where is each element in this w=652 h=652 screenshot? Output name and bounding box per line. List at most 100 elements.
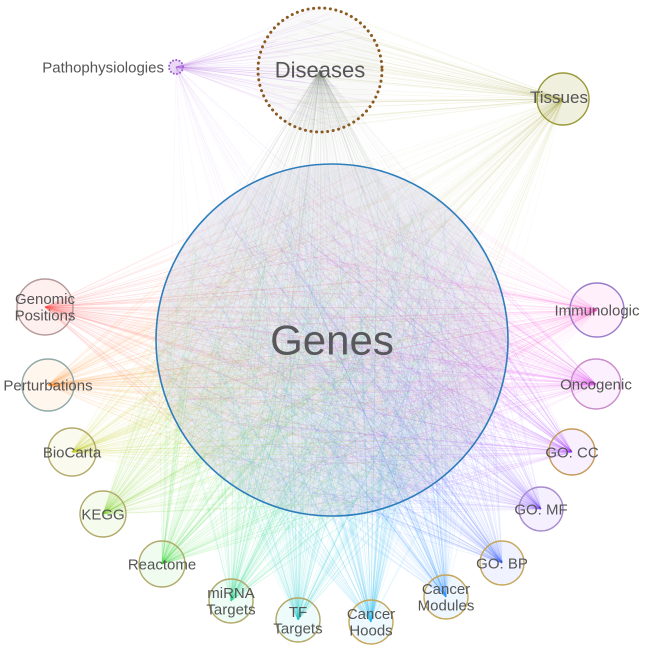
edge-line — [459, 279, 598, 311]
node-circle-oncogenic[interactable] — [570, 358, 622, 410]
edge-line — [283, 216, 372, 623]
edge-line — [297, 462, 340, 621]
edge-line — [161, 290, 431, 565]
edge-line — [445, 312, 597, 385]
edge-line — [47, 384, 345, 436]
edge-line — [297, 249, 455, 621]
edge-line — [192, 252, 542, 510]
edge-line — [169, 358, 232, 602]
edge-line — [284, 339, 597, 385]
edge-line — [319, 69, 326, 467]
edge-line — [458, 238, 542, 510]
edge-line — [354, 98, 564, 231]
edge-line — [161, 331, 318, 565]
edge-line — [297, 168, 367, 621]
edge-line — [412, 370, 447, 598]
edge-line — [230, 438, 295, 602]
edge-line — [279, 301, 597, 385]
edge-line — [175, 66, 497, 357]
edge-line — [249, 251, 299, 621]
node-circle-perturbations[interactable] — [21, 358, 75, 412]
edge-line — [266, 98, 564, 380]
edge-line — [71, 242, 352, 453]
edge-line — [337, 445, 573, 453]
edge-line — [385, 364, 447, 598]
node-circle-biocarta[interactable] — [47, 427, 97, 477]
edge-line — [300, 76, 564, 100]
edge-line — [175, 66, 391, 261]
edge-line — [71, 302, 411, 453]
edge-line — [297, 407, 433, 621]
edge-line — [473, 303, 573, 453]
edge-line — [370, 407, 426, 623]
edge-line — [230, 421, 339, 602]
edge-line — [71, 335, 225, 453]
edge-line — [71, 364, 193, 453]
node-circle-tissues[interactable] — [536, 72, 590, 126]
node-circle-cancer-modules[interactable] — [423, 574, 469, 620]
node-circle-go-mf[interactable] — [518, 486, 564, 532]
edge-line — [264, 98, 564, 412]
edge-line — [370, 336, 419, 623]
edge-line — [47, 384, 325, 483]
edge-line — [409, 296, 573, 453]
edge-line — [316, 98, 564, 450]
edge-line — [307, 75, 564, 100]
edge-line — [397, 282, 573, 453]
edge-line — [47, 264, 448, 386]
node-circle-go-cc[interactable] — [548, 428, 596, 476]
edge-line — [175, 66, 268, 326]
edge-line — [297, 429, 449, 621]
edge-line — [161, 264, 260, 565]
edge-line — [216, 372, 299, 621]
edge-line — [44, 185, 364, 308]
edge-line — [336, 482, 503, 564]
edge-line — [230, 199, 248, 602]
node-circle-genomic-positions[interactable] — [16, 278, 74, 336]
node-circle-mirna-targets[interactable] — [208, 578, 254, 624]
edge-line — [44, 195, 327, 308]
node-circle-immunologic[interactable] — [569, 282, 625, 338]
edge-line — [47, 332, 481, 386]
edge-line — [44, 306, 195, 423]
edge-line — [401, 270, 598, 311]
edge-line — [314, 263, 542, 510]
node-circle-cancer-hoods[interactable] — [348, 599, 394, 645]
edge-line — [461, 259, 573, 453]
node-circle-tf-targets[interactable] — [275, 597, 321, 643]
edge-line — [198, 235, 503, 564]
edge-line — [304, 258, 372, 623]
edge-line — [254, 69, 321, 284]
edge-line — [102, 257, 278, 515]
edge-line — [291, 302, 447, 598]
edge-line — [319, 69, 363, 333]
edge-line — [375, 315, 573, 453]
node-circle-pathophysiologies[interactable] — [168, 59, 184, 75]
edge-line — [102, 388, 345, 515]
edge-line — [290, 329, 503, 564]
node-circle-reactome[interactable] — [138, 540, 186, 588]
edge-line — [319, 69, 336, 267]
node-circle-kegg[interactable] — [79, 490, 127, 538]
edge-line — [298, 396, 573, 453]
edge-line — [165, 375, 447, 598]
edge-line — [102, 446, 448, 515]
edge-line — [47, 293, 183, 386]
edge-line — [375, 421, 573, 453]
node-circle-diseases[interactable] — [256, 6, 384, 134]
edge-line — [331, 98, 564, 279]
node-circle-genes[interactable] — [155, 163, 509, 517]
edge-line — [424, 98, 564, 395]
edge-line — [233, 69, 321, 237]
edge-line — [313, 339, 597, 385]
edge-line — [47, 257, 261, 386]
edge-line — [44, 306, 242, 430]
edge-fan-go-mf — [159, 174, 542, 516]
edge-line — [47, 350, 344, 386]
edge-line — [230, 238, 430, 602]
node-circle-go-bp[interactable] — [479, 540, 525, 586]
edge-line — [314, 339, 542, 510]
edge-line — [301, 484, 372, 623]
edge-line — [44, 234, 319, 308]
edge-line — [173, 309, 598, 323]
